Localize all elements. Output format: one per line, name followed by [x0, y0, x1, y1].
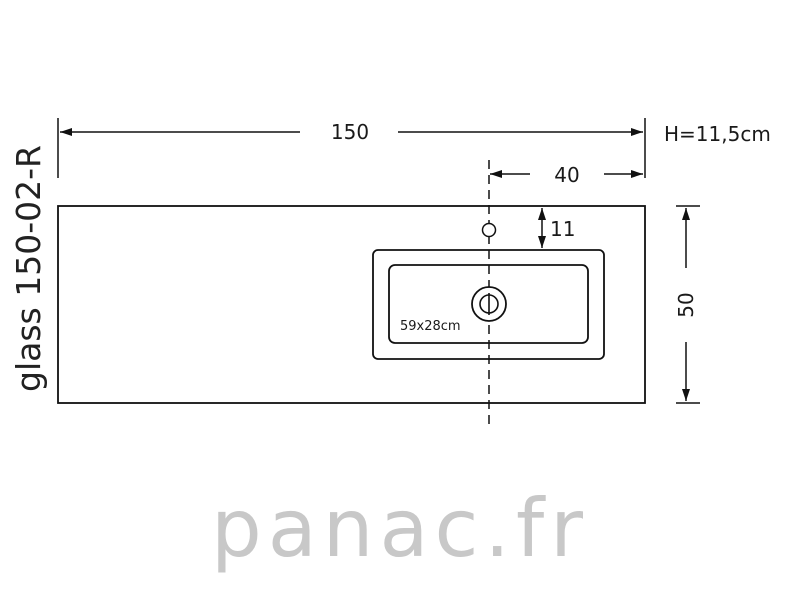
countertop-outline — [57, 205, 646, 404]
hole-offset-dimension: 11 — [538, 208, 575, 248]
brand-logo: panac.fr — [211, 482, 589, 575]
depth-dimension: 50 — [674, 205, 700, 404]
hole-offset-value: 11 — [550, 217, 575, 241]
basin-inner — [388, 264, 589, 344]
width-dimension: 150 — [57, 118, 646, 178]
height-note: H=11,5cm — [664, 122, 771, 146]
tap-hole — [481, 222, 497, 238]
basin-outer — [372, 249, 605, 360]
width-value: 150 — [331, 120, 369, 144]
bowl-size: 59x28cm — [400, 319, 461, 334]
model-label: glass 150-02-R — [9, 145, 48, 392]
offset-value: 40 — [554, 163, 579, 187]
offset-dimension: 40 — [490, 163, 643, 187]
drain-icon — [471, 286, 507, 322]
depth-value: 50 — [674, 292, 698, 317]
